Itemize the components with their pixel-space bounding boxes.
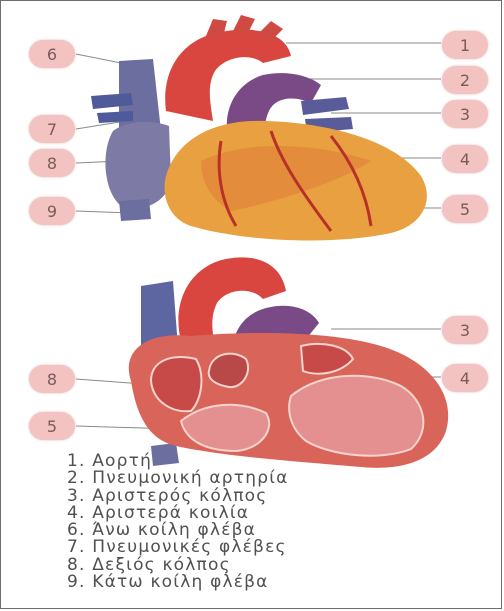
callout-bottom-5: 5	[29, 412, 75, 440]
legend: 1. Αορτή 2. Πνευμονική αρτηρία 3. Αριστε…	[67, 453, 289, 591]
callout-top-1: 1	[442, 31, 488, 59]
callout-top-5: 5	[442, 195, 488, 223]
heart-external	[76, 15, 441, 240]
legend-item-2: 2. Πνευμονική αρτηρία	[67, 470, 289, 487]
left-ventricle-chamber	[289, 376, 423, 456]
callout-top-6: 6	[29, 40, 75, 68]
callout-bottom-3: 3	[442, 316, 488, 344]
legend-item-9: 9. Κάτω κοίλη φλέβα	[67, 574, 289, 591]
callout-bottom-4: 4	[442, 364, 488, 392]
right-atrium	[105, 122, 171, 209]
callout-top-8: 8	[29, 149, 75, 177]
inferior-vena-cava	[119, 199, 151, 221]
callout-bottom-8: 8	[29, 365, 75, 393]
heart-cross-section	[76, 257, 448, 468]
callout-top-7: 7	[29, 115, 75, 143]
callout-top-4: 4	[442, 145, 488, 173]
callout-top-9: 9	[29, 197, 75, 225]
callout-top-2: 2	[442, 66, 488, 94]
valve-loop	[209, 354, 248, 388]
callout-top-3: 3	[442, 100, 488, 128]
